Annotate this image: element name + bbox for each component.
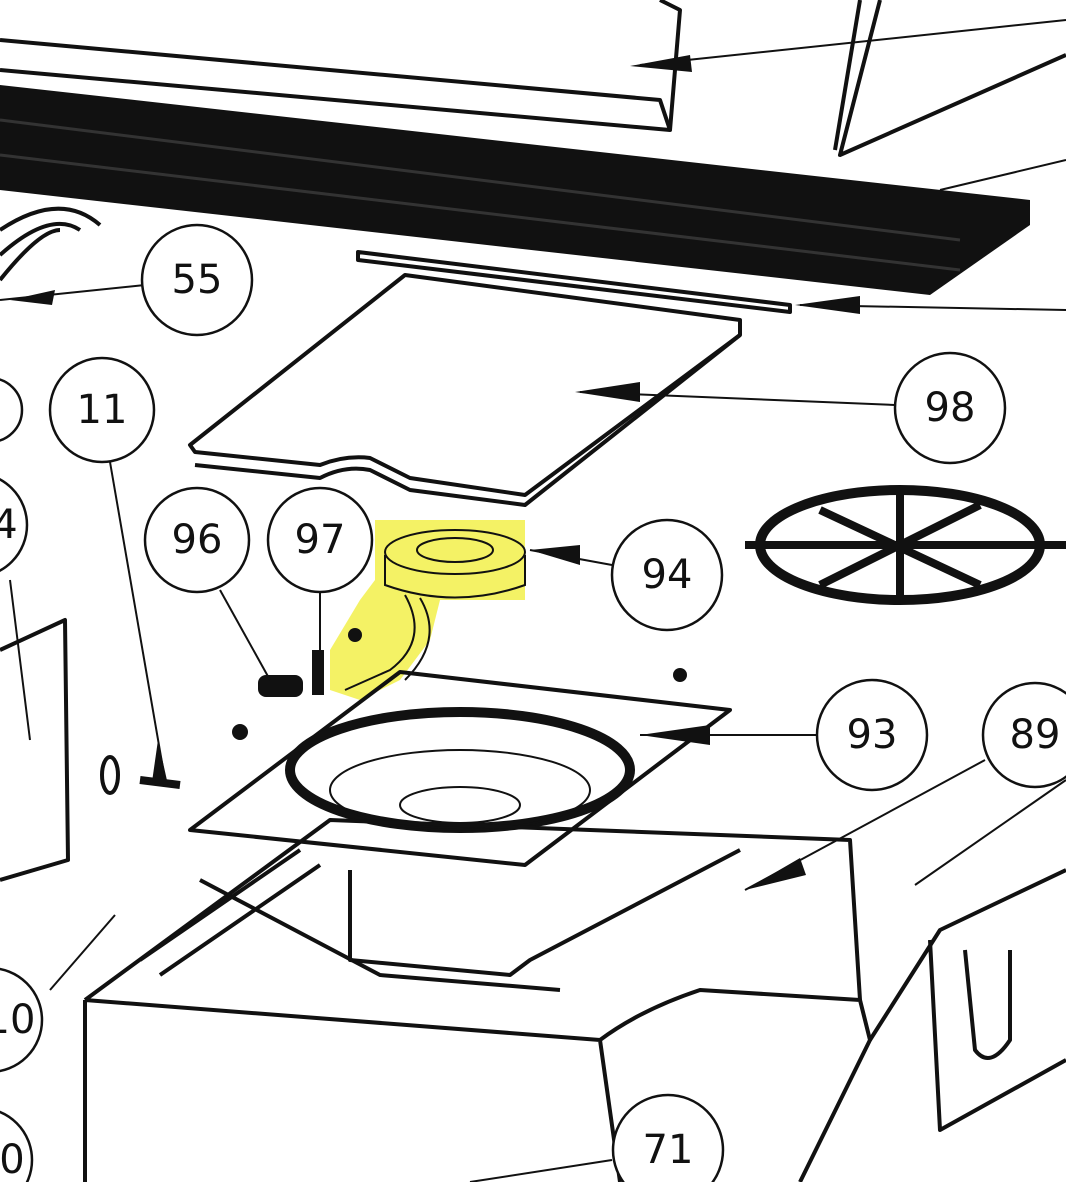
callout-98[interactable]: 98 [893,351,1007,465]
svg-text:89: 89 [1010,712,1061,758]
svg-text:4: 4 [0,502,18,548]
callout-partial [0,378,24,442]
callout-71[interactable]: 71 [611,1093,725,1182]
callout-55[interactable]: 55 [140,223,254,337]
callout-93[interactable]: 93 [815,678,929,792]
callout-10[interactable]: 10 [0,967,44,1073]
callout-4[interactable]: 4 [0,473,29,577]
svg-text:98: 98 [925,385,976,431]
leader-lines [0,19,1066,1182]
tray-part-98 [188,273,742,507]
svg-text:96: 96 [172,517,223,563]
callout-94[interactable]: 94 [610,518,724,632]
svg-text:71: 71 [643,1127,694,1173]
rod [356,250,792,314]
svg-text:55: 55 [172,257,223,303]
svg-text:93: 93 [847,712,898,758]
svg-text:11: 11 [77,387,128,433]
callout-96[interactable]: 96 [143,486,251,594]
svg-text:10: 10 [0,997,35,1043]
wire-bundle [0,206,102,282]
grate [745,485,1066,605]
callout-11[interactable]: 11 [48,356,156,464]
fasteners [100,650,687,795]
plate-part-93 [188,670,732,867]
left-bracket [0,618,70,882]
top-rail [0,0,682,132]
base-housing [83,818,1066,1182]
callout-97[interactable]: 97 [266,486,374,594]
callout-89[interactable]: 89 [981,681,1066,789]
callouts: 55 11 96 97 94 98 93 89 71 4 10 0 [0,223,1066,1182]
callout-90[interactable]: 0 [0,1108,34,1182]
svg-text:94: 94 [642,552,693,598]
highlight-part-94 [330,520,525,700]
svg-text:97: 97 [295,517,346,563]
heating-element-band [0,85,1030,295]
svg-text:0: 0 [0,1137,25,1182]
side-panel [838,0,1066,157]
